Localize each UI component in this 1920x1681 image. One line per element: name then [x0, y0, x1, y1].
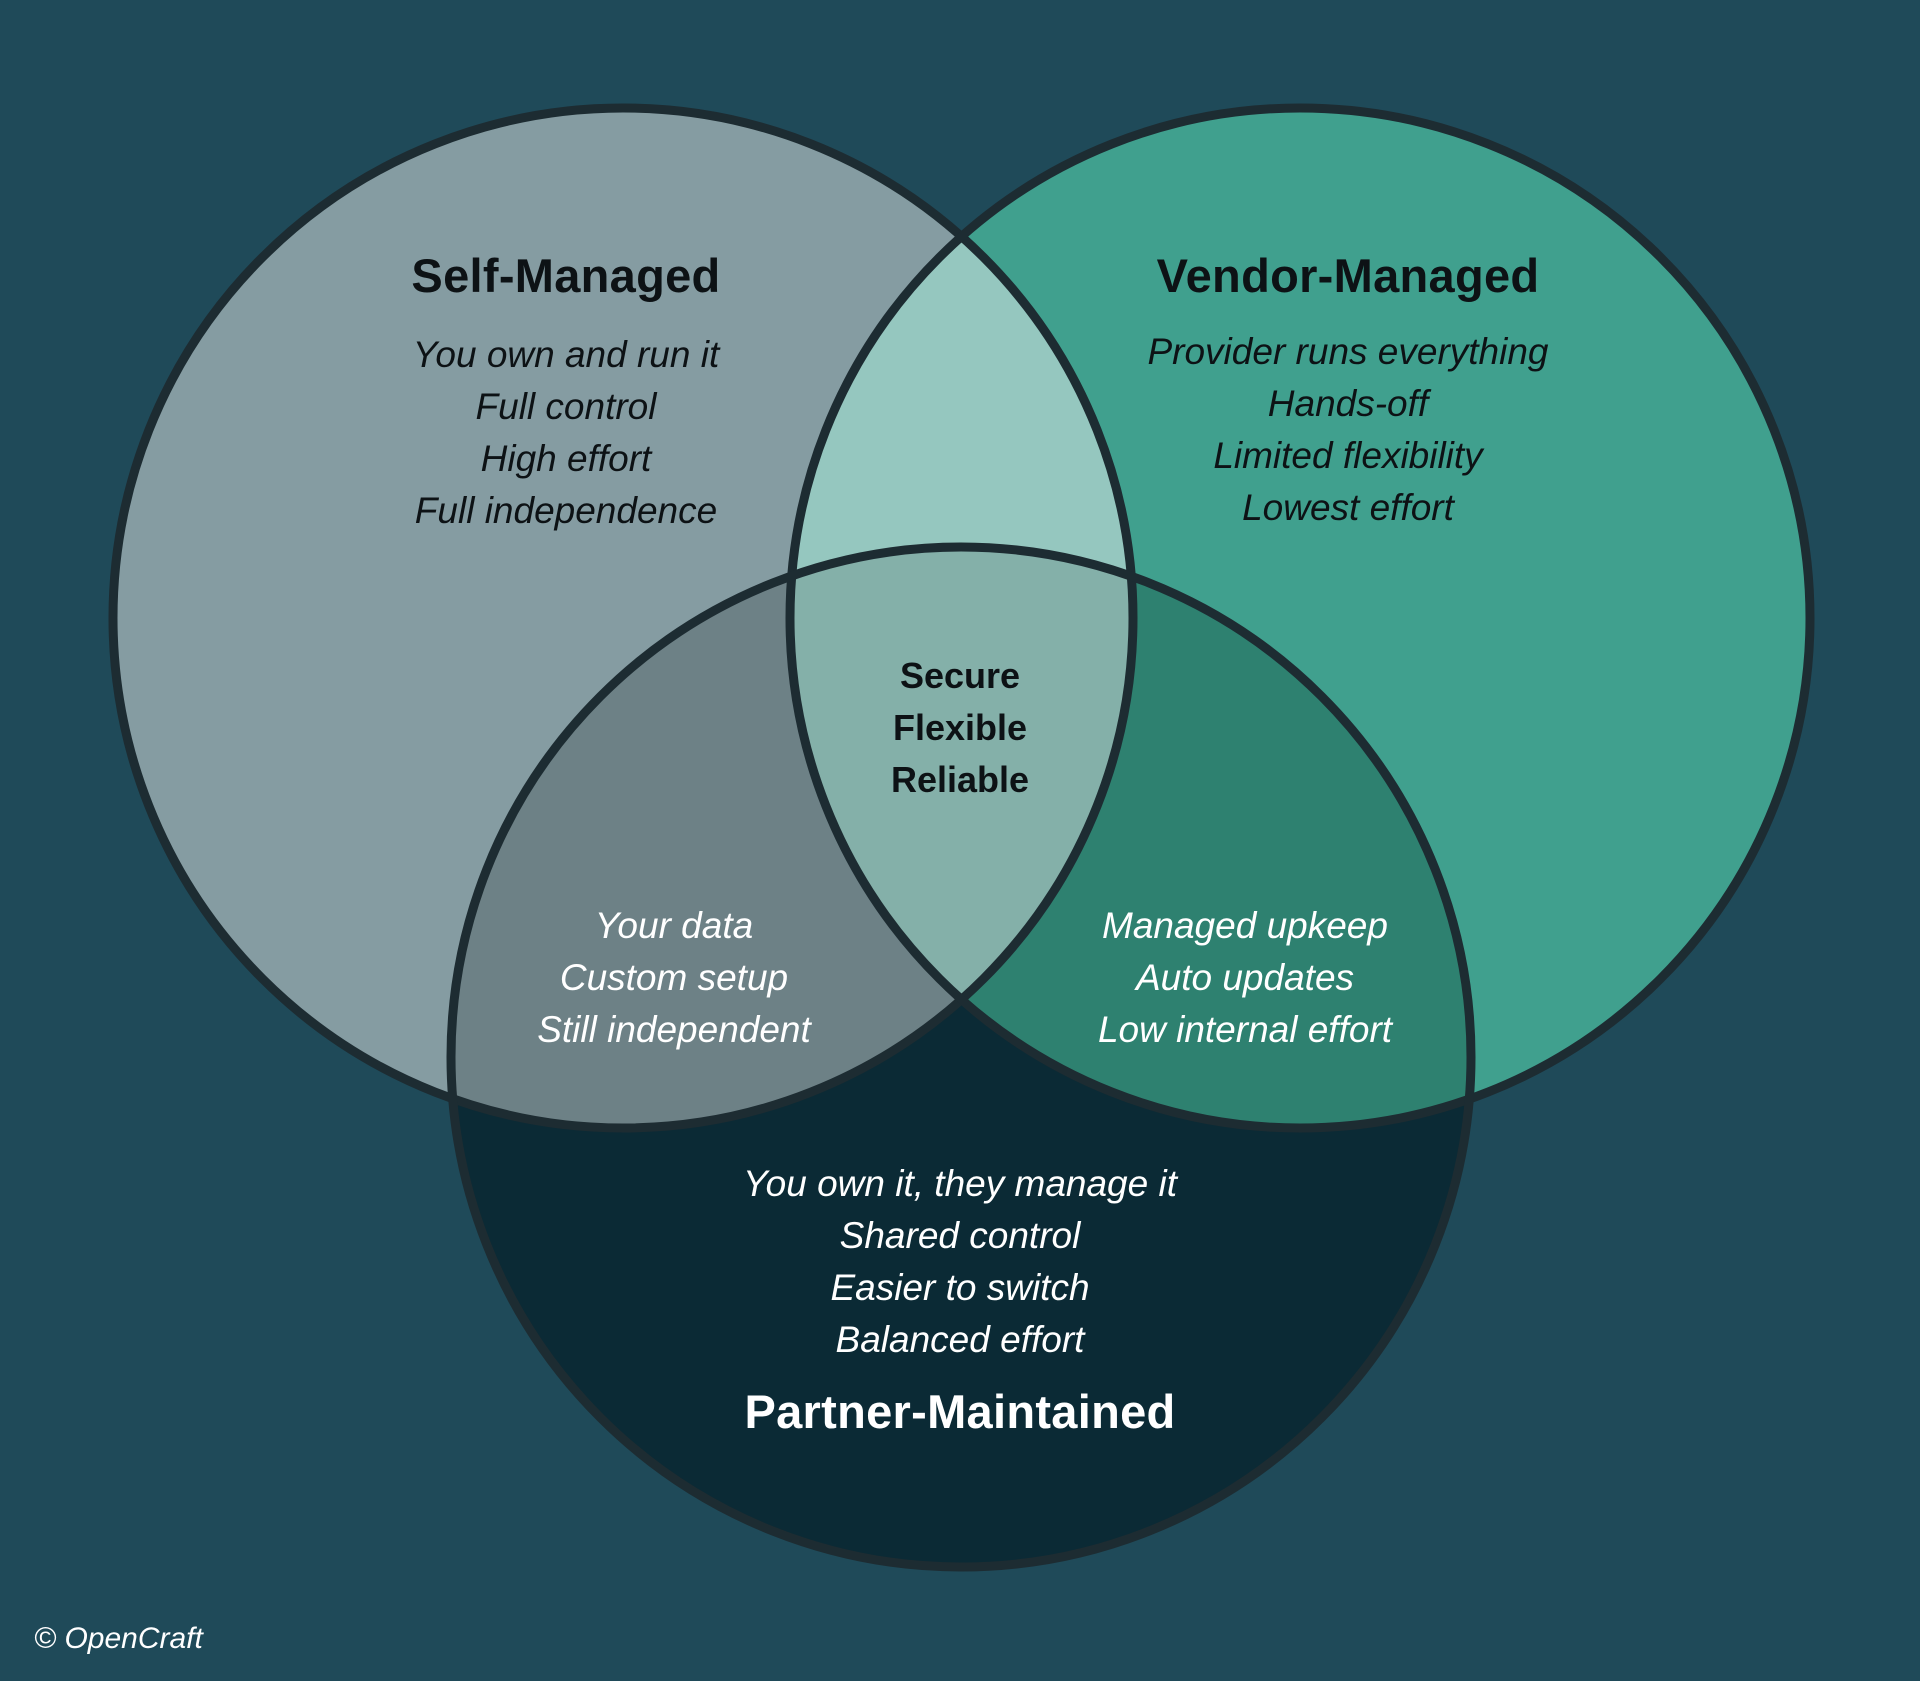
partner-maintained-list: You own it, they manage it Shared contro…	[743, 1158, 1177, 1366]
list-item: Full control	[475, 386, 657, 427]
list-item: Custom setup	[559, 957, 789, 998]
self-partner-overlap-list: Your data Custom setup Still independent	[537, 900, 811, 1056]
copyright-notice: © OpenCraft	[34, 1622, 203, 1655]
list-item: Provider runs everything	[1147, 331, 1549, 372]
list-item: Auto updates	[1135, 957, 1355, 998]
list-item: Flexible	[892, 707, 1028, 748]
list-item: Full independence	[414, 490, 718, 531]
partner-maintained-outline	[446, 542, 1476, 1572]
list-item: You own it, they manage it	[743, 1163, 1177, 1204]
list-item: Managed upkeep	[1102, 905, 1388, 946]
list-item: Easier to switch	[830, 1267, 1090, 1308]
vendor-managed-outline	[785, 103, 1815, 1133]
list-item: Limited flexibility	[1213, 435, 1483, 476]
list-item: Secure	[899, 655, 1021, 696]
self-managed-outline	[108, 103, 1138, 1133]
self-managed-list: You own and run it Full control High eff…	[413, 329, 720, 537]
vendor-partner-overlap-list: Managed upkeep Auto updates Low internal…	[1098, 900, 1392, 1056]
list-item: Still independent	[537, 1009, 811, 1050]
list-item: Low internal effort	[1097, 1009, 1393, 1050]
list-item: Reliable	[890, 759, 1030, 800]
partner-maintained-title: Partner-Maintained	[744, 1385, 1176, 1438]
vendor-managed-title: Vendor-Managed	[1156, 249, 1540, 302]
list-item: High effort	[480, 438, 652, 479]
list-item: You own and run it	[412, 334, 720, 375]
self-managed-title: Self-Managed	[411, 249, 721, 302]
center-overlap-list: Secure Flexible Reliable	[891, 650, 1029, 806]
list-item: Hands-off	[1267, 383, 1429, 424]
vendor-managed-list: Provider runs everything Hands-off Limit…	[1147, 326, 1548, 534]
list-item: Lowest effort	[1242, 487, 1454, 528]
list-item: Shared control	[839, 1215, 1081, 1256]
list-item: Balanced effort	[835, 1319, 1085, 1360]
list-item: Your data	[594, 905, 754, 946]
